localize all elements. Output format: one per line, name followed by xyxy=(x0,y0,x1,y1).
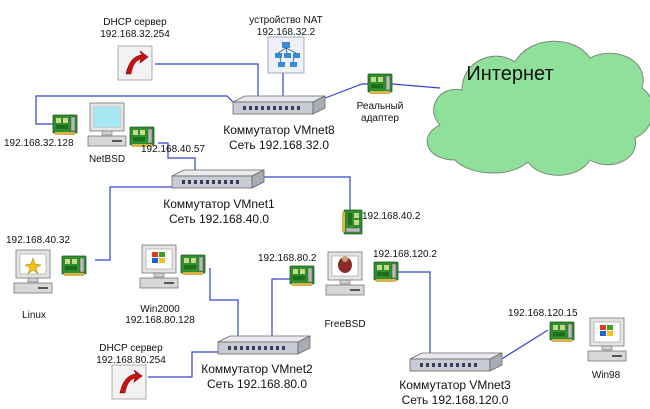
vmnet2-name: Коммутатор VMnet2 xyxy=(201,362,313,376)
freebsd-ip1: 192.168.40.2 xyxy=(362,211,421,222)
freebsd-name: FreeBSD xyxy=(324,319,366,330)
win98-pc-icon xyxy=(587,317,627,362)
win2000-ip: 192.168.80.128 xyxy=(125,315,195,326)
dhcp2-title: DHCP сервер xyxy=(99,343,163,354)
freebsd-pc-icon xyxy=(325,251,365,296)
win2000-name: Win2000 xyxy=(140,304,180,315)
win98-name: Win98 xyxy=(591,370,621,381)
vmnet1-net: Сеть 192.168.40.0 xyxy=(168,212,270,226)
vmnet8-name: Коммутатор VMnet8 xyxy=(223,123,335,137)
switch-vmnet1-graphic xyxy=(171,169,265,189)
win2000-nic-icon xyxy=(180,254,206,276)
win98-ip: 192.168.120.15 xyxy=(508,308,578,319)
switch-vmnet3-graphic xyxy=(409,352,503,372)
freebsd-nic-left-icon xyxy=(289,265,315,287)
link-dhcp1-vmnet8 xyxy=(155,63,259,101)
netbsd-name: NetBSD xyxy=(88,154,126,165)
netbsd-ip2: 192.168.40.57 xyxy=(141,144,205,155)
link-adapter-cloud xyxy=(391,83,441,89)
link-vmnet1-linux xyxy=(95,186,174,261)
nat-title: устройство NAT xyxy=(249,15,323,26)
linux-nic-icon xyxy=(61,255,87,277)
switch-vmnet8-graphic xyxy=(232,95,326,115)
internet-cloud xyxy=(426,40,650,176)
dhcp1-ip: 192.168.32.254 xyxy=(100,29,170,40)
link-vmnet3-win98 xyxy=(499,329,549,361)
win2000-pc-icon xyxy=(139,244,179,289)
vmnet1-name: Коммутатор VMnet1 xyxy=(163,197,275,211)
netbsd-ip1: 192.168.32.128 xyxy=(4,138,74,149)
freebsd-ip3: 192.168.120.2 xyxy=(373,249,437,260)
dhcp1-title: DHCP сервер xyxy=(103,17,167,28)
vmnet3-name: Коммутатор VMnet3 xyxy=(399,378,511,392)
netbsd-nic1-icon xyxy=(52,114,78,136)
vmnet8-net: Сеть 192.168.32.0 xyxy=(228,138,330,152)
linux-name: Linux xyxy=(22,310,46,321)
switch-vmnet2-graphic xyxy=(217,335,311,355)
link-vmnet8-netbsd xyxy=(35,95,238,125)
netbsd-pc-icon xyxy=(87,102,127,147)
vmnet3-net: Сеть 192.168.120.0 xyxy=(401,393,509,407)
vmnet2-net: Сеть 192.168.80.0 xyxy=(206,377,308,391)
freebsd-nic-top-icon xyxy=(341,209,363,235)
real-adapter-nic-icon xyxy=(367,73,393,95)
link-freebsd-vmnet2 xyxy=(271,278,302,337)
linux-pc-icon xyxy=(13,249,53,294)
real-adapter-label-2: адаптер xyxy=(361,113,399,124)
freebsd-nic-right-icon xyxy=(373,261,399,283)
dhcp-server-2-icon xyxy=(111,364,147,400)
link-dhcp2-vmnet2 xyxy=(148,351,220,378)
link-netbsd-vmnet1 xyxy=(158,142,196,170)
internet-label: Интернет xyxy=(466,63,554,85)
linux-ip: 192.168.40.32 xyxy=(6,235,70,246)
dhcp2-ip: 192.168.80.254 xyxy=(96,355,166,366)
freebsd-ip2: 192.168.80.2 xyxy=(258,253,317,264)
real-adapter-label-1: Реальный xyxy=(356,101,404,112)
dhcp-server-1-icon xyxy=(117,45,153,81)
nat-ip: 192.168.32.2 xyxy=(256,27,316,38)
link-vmnet8-adapter xyxy=(319,83,370,101)
link-freebsd-vmnet3 xyxy=(394,271,431,355)
nat-device-icon xyxy=(267,36,305,74)
win98-nic-icon xyxy=(549,321,575,343)
link-win2000-vmnet2 xyxy=(209,268,239,336)
